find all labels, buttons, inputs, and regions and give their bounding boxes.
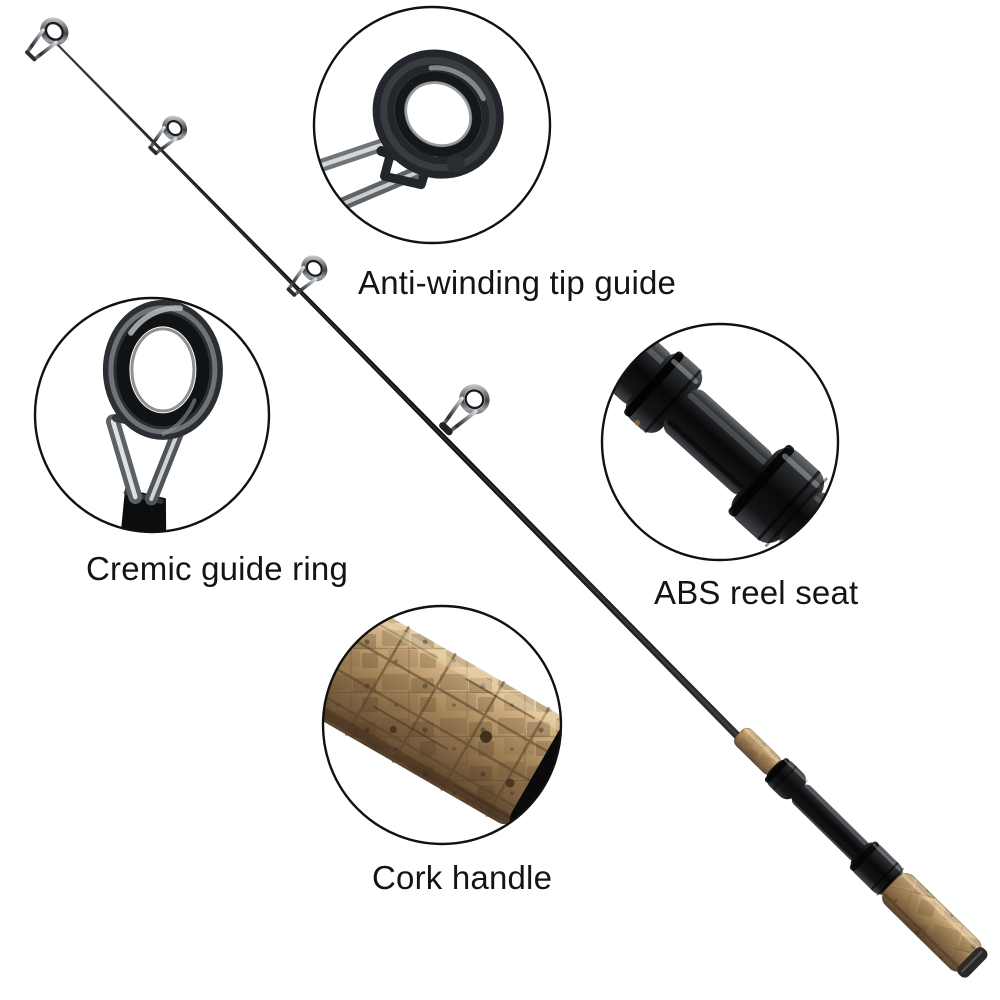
callout-label-abs-reel-seat: ABS reel seat (654, 574, 859, 611)
callout-circle-outline (312, 5, 552, 245)
callout-label-cork-handle: Cork handle (372, 859, 553, 896)
callout-anti-winding-tip-guide (312, 5, 552, 245)
tip-top-guide (25, 17, 69, 62)
callout-cork-handle (321, 604, 563, 846)
reel-seat-barrel (791, 784, 870, 862)
callout-abs-reel-seat (600, 322, 840, 562)
line-guide-2 (148, 115, 188, 156)
callout-circle-outline (321, 604, 563, 846)
reel-seat-rear-hood (849, 841, 905, 896)
rod-handle-assembly (733, 726, 988, 978)
rod-guides (25, 17, 490, 436)
fore-grip-cork (733, 726, 783, 775)
fishing-rod-full-view (25, 17, 988, 978)
rear-grip-cork (881, 872, 982, 972)
callout-label-ceramic-guide-ring: Cremic guide ring (86, 550, 349, 587)
butt-cap (957, 947, 988, 978)
line-guide-3 (286, 255, 328, 297)
rod-blank (40, 27, 743, 741)
line-guide-4 (439, 384, 490, 436)
callout-circle-outline (600, 322, 840, 562)
callout-label-anti-winding-tip-guide: Anti-winding tip guide (358, 264, 677, 301)
reel-seat-fore-hood (764, 758, 808, 800)
callout-circle-outline (33, 296, 271, 534)
callout-ceramic-guide-ring (33, 296, 271, 534)
